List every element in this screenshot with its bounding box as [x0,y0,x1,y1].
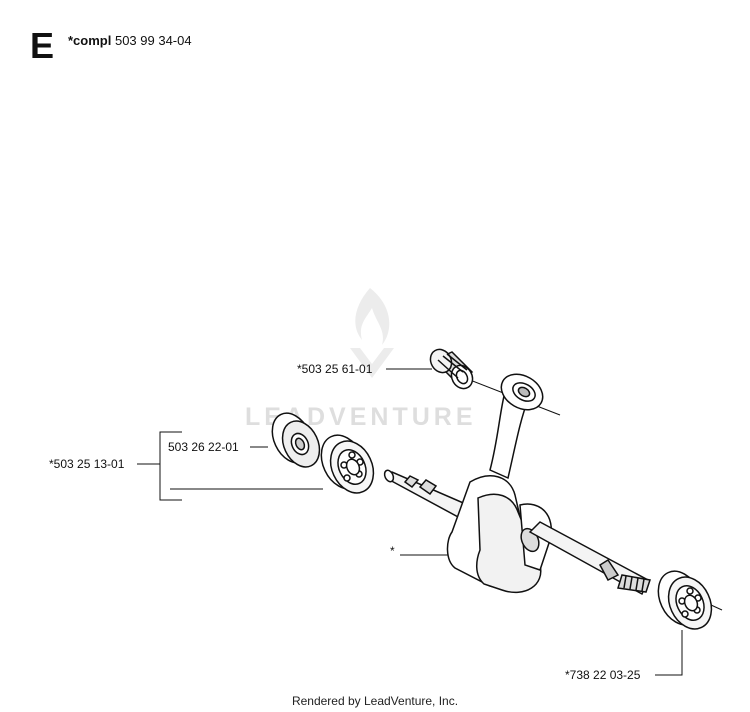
part-label-crankshaft[interactable]: * [390,544,395,558]
part-label-seal[interactable]: 503 26 22-01 [168,440,239,454]
crankshaft-icon [383,373,651,596]
part-label-bearing-right[interactable]: *738 22 03-25 [565,668,641,682]
leader-bearing-right [655,630,683,676]
section-letter: E [30,25,55,66]
part-label-needle-bearing[interactable]: *503 25 61-01 [297,362,373,376]
leader-lines [137,368,683,676]
bracket-bearing-set [159,431,182,501]
watermark-logo [350,288,394,378]
part-label-bearing-set[interactable]: *503 25 13-01 [49,457,125,471]
footer-credit: Rendered by LeadVenture, Inc. [291,694,459,708]
compl-prefix: *compl [68,33,112,48]
needle-bearing-icon [429,348,474,390]
seal-icon [271,412,321,468]
ball-bearing-left-icon [320,434,375,494]
assembly-number: *compl 503 99 34-04 [68,33,192,48]
compl-number: 503 99 34-04 [114,33,192,48]
ball-bearing-right-icon [657,570,713,630]
